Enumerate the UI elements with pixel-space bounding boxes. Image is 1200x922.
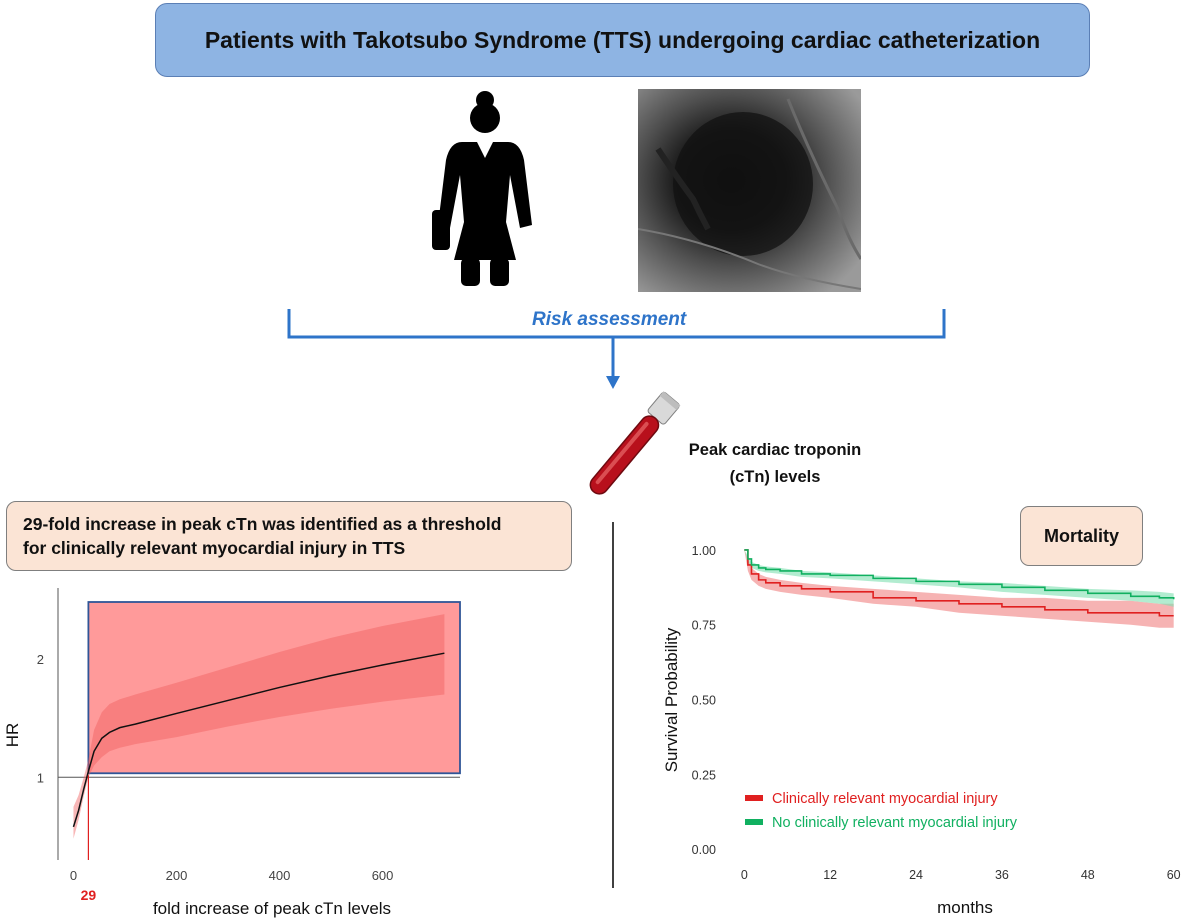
threshold-tick-label: 29	[81, 887, 97, 903]
y-tick-label: 0.75	[692, 619, 716, 633]
threshold-text-line1: 29-fold increase in peak cTn was identif…	[23, 514, 502, 534]
hr-line	[72, 652, 445, 828]
y-tick-label: 2	[37, 652, 44, 667]
page-title: Patients with Takotsubo Syndrome (TTS) u…	[204, 26, 1041, 53]
y-axis-label: Survival Probability	[662, 627, 681, 772]
x-tick-label: 400	[269, 868, 291, 883]
y-tick-label: 1	[37, 770, 44, 785]
troponin-label: Peak cardiac troponin (cTn) levels	[688, 441, 862, 486]
legend-label: No clinically relevant myocardial injury	[772, 815, 1018, 831]
x-tick-label: 60	[1167, 868, 1181, 882]
x-tick-label: 200	[166, 868, 188, 883]
risk-assessment-label: Risk assessment	[532, 309, 687, 330]
legend-swatch	[745, 795, 763, 801]
threshold-region	[87, 601, 461, 775]
legend-label: Clinically relevant myocardial injury	[772, 791, 998, 807]
x-tick-label: 24	[909, 868, 923, 882]
mortality-callout: Mortality	[1020, 506, 1143, 566]
y-tick-label: 0.50	[692, 694, 716, 708]
angiogram-image	[638, 89, 861, 292]
title-banner: Patients with Takotsubo Syndrome (TTS) u…	[155, 3, 1090, 77]
y-tick-label: 0.25	[692, 768, 716, 782]
x-tick-label: 12	[823, 868, 837, 882]
legend-swatch	[745, 819, 763, 825]
hr-ci-band	[73, 614, 445, 839]
x-axis-label: months	[937, 898, 993, 917]
x-tick-label: 48	[1081, 868, 1095, 882]
mortality-label: Mortality	[1043, 525, 1119, 546]
y-axis-label: HR	[3, 723, 22, 748]
x-tick-label: 36	[995, 868, 1009, 882]
threshold-text-line2: for clinically relevant myocardial injur…	[23, 538, 406, 558]
x-tick-label: 0	[70, 868, 77, 883]
x-tick-label: 600	[372, 868, 394, 883]
y-tick-label: 1.00	[692, 544, 716, 558]
x-tick-label: 0	[741, 868, 748, 882]
y-tick-label: 0.00	[692, 843, 716, 857]
x-axis-label: fold increase of peak cTn levels	[153, 899, 391, 918]
threshold-callout: 29-fold increase in peak cTn was identif…	[6, 501, 572, 571]
